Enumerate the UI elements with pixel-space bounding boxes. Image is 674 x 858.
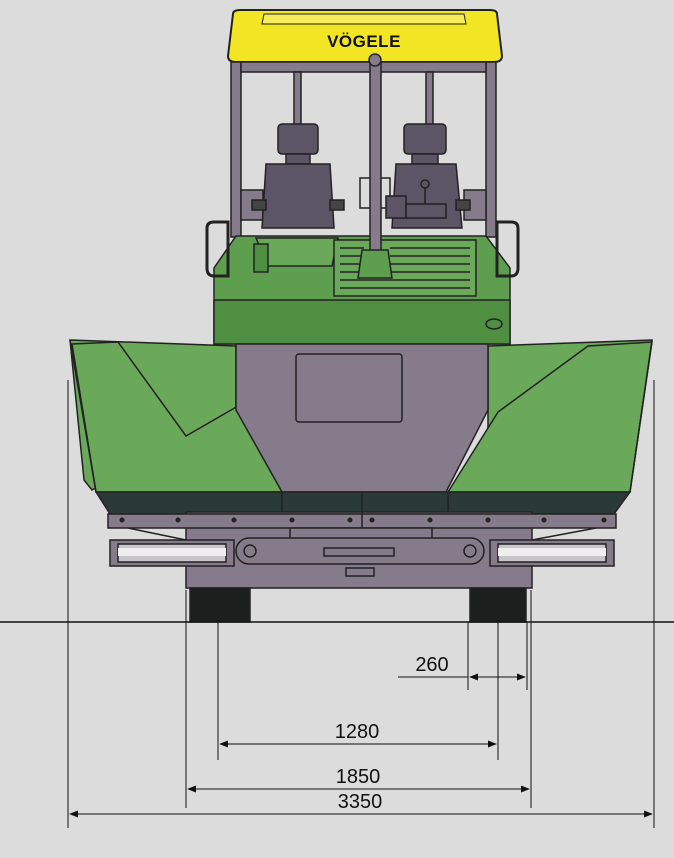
exhaust-pipe — [357, 53, 393, 279]
dimension-3350: 3350 — [69, 791, 653, 818]
cab-frame — [230, 61, 497, 238]
right-push-roller — [489, 527, 615, 567]
dimension-1280: 1280 — [219, 721, 497, 748]
dimension-260: 260 — [398, 654, 526, 681]
dimension-1850-label: 1850 — [336, 766, 381, 788]
tracks — [189, 587, 527, 623]
right-track — [469, 587, 527, 623]
dimension-3350-label: 3350 — [338, 791, 383, 813]
left-push-roller — [109, 527, 235, 567]
extension-lines — [67, 380, 655, 828]
left-seat — [251, 123, 345, 229]
push-beam — [107, 492, 617, 541]
engine-grille — [333, 239, 477, 297]
dimension-1850: 1850 — [187, 766, 530, 793]
dimension-260-label: 260 — [415, 654, 448, 676]
brand-logo: VÖGELE — [327, 32, 401, 51]
tow-bar — [235, 537, 485, 577]
left-track — [189, 587, 251, 623]
dimension-1280-label: 1280 — [335, 721, 380, 743]
roof-canopy: VÖGELE — [226, 9, 504, 63]
right-hopper-wing — [446, 339, 653, 515]
